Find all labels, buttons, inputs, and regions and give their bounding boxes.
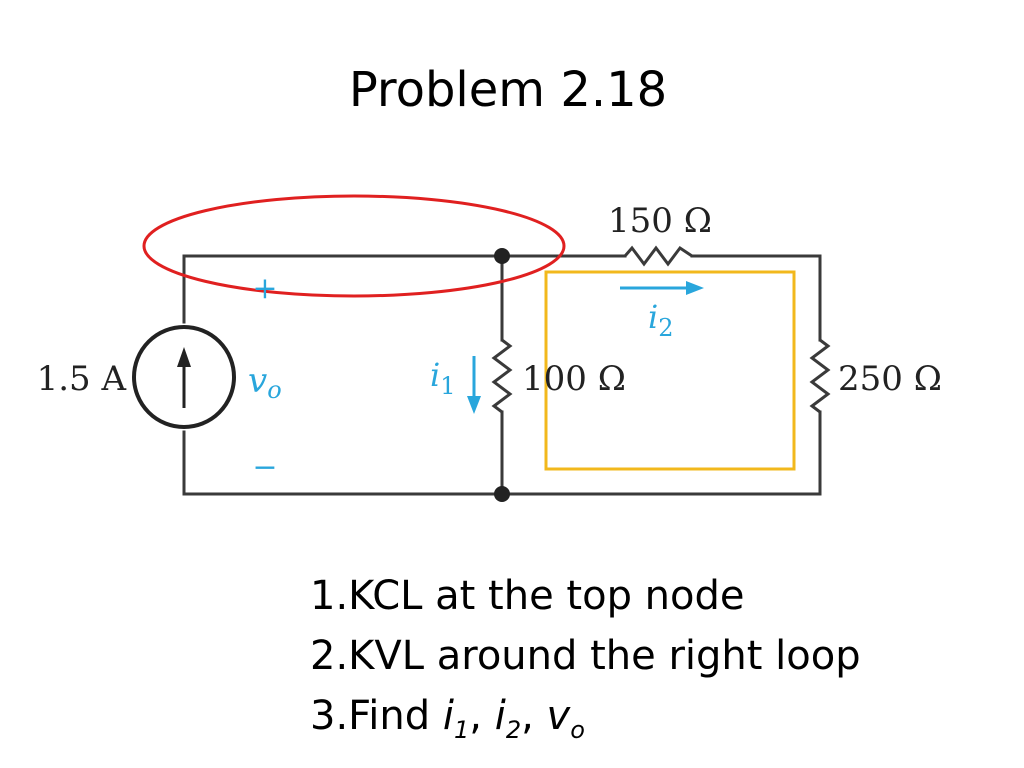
current-source xyxy=(132,325,236,429)
current-source-arrow-head xyxy=(177,347,191,367)
bottom-node-dot xyxy=(494,486,510,502)
step-1: 1.KCL at the top node xyxy=(310,573,745,619)
instruction-list: 1.KCL at the top node 2.KVL around the r… xyxy=(310,566,1010,760)
i2-subscript: 2 xyxy=(658,314,673,342)
var-i2-sub: 2 xyxy=(505,716,522,744)
i1-arrow xyxy=(467,356,481,414)
slide-title: Problem 2.18 xyxy=(348,62,668,118)
var-vo-sub: o xyxy=(570,716,585,744)
resistor-150-label: 150 Ω xyxy=(608,201,712,241)
var-i1: i xyxy=(442,693,454,739)
step-3: 3.Find i1, i2, vo xyxy=(310,686,1010,760)
var-vo: v xyxy=(546,693,571,739)
sep-2: , xyxy=(521,693,547,739)
resistor-100 xyxy=(491,338,513,414)
right-loop-highlight xyxy=(544,270,796,471)
vo-minus-sign: − xyxy=(252,450,277,485)
top-node-dot xyxy=(494,248,510,264)
resistor-100-label: 100 Ω xyxy=(522,359,626,399)
svg-text:i2: i2 xyxy=(648,298,674,342)
i2-label: i xyxy=(648,298,658,336)
step-3-prefix: 3.Find xyxy=(310,693,443,739)
i1-label: i xyxy=(430,356,440,394)
source-label: 1.5 A xyxy=(37,359,127,399)
i1-subscript: 1 xyxy=(440,372,455,400)
vo-plus-sign: + xyxy=(252,271,277,306)
step-2: 2.KVL around the right loop xyxy=(310,633,861,679)
svg-text:vo: vo xyxy=(248,361,282,404)
sep-1: , xyxy=(469,693,495,739)
resistor-250-label: 250 Ω xyxy=(838,359,942,399)
resistor-250 xyxy=(809,338,831,414)
resistor-150 xyxy=(623,245,693,267)
var-i2: i xyxy=(494,693,506,739)
vo-subscript: o xyxy=(267,376,281,404)
top-node-highlight xyxy=(142,194,566,298)
vo-label: v xyxy=(248,361,267,401)
i2-arrow xyxy=(620,281,704,295)
var-i1-sub: 1 xyxy=(453,716,470,744)
svg-text:i1: i1 xyxy=(430,356,456,400)
